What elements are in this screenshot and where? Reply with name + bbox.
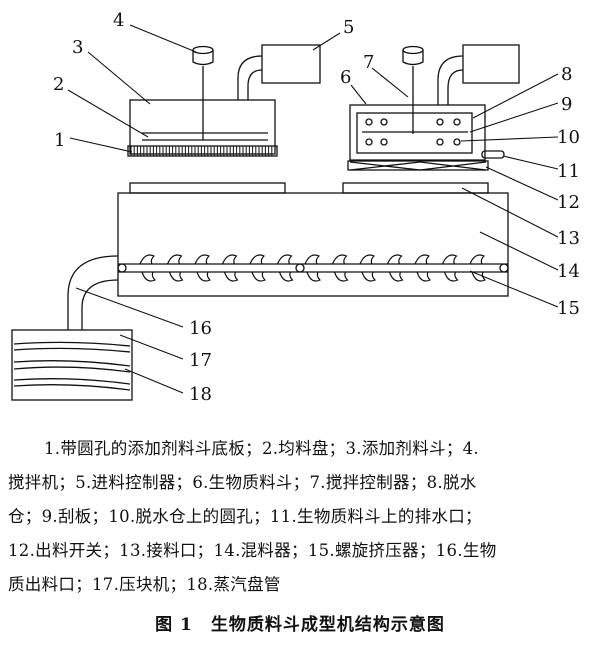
structure-diagram: 1 2 3 4 5 6 7 8 9 10 11 12 13 14 15 16 1…	[11, 10, 580, 405]
distribution-plate	[142, 132, 268, 141]
callout-11: 11	[557, 161, 580, 182]
mixer-motor	[192, 45, 214, 140]
legend-line: 1.带圆孔的添加剂料斗底板；2.均料盘；3.添加剂料斗；4.	[44, 439, 479, 458]
legend-line: 仓；9.刮板；10.脱水仓上的圆孔；11.生物质料斗上的排水口；	[8, 507, 482, 526]
callout-9: 9	[561, 94, 572, 115]
callout-8: 8	[561, 64, 572, 85]
callout-2: 2	[53, 74, 64, 95]
callout-5: 5	[343, 17, 354, 38]
callout-13: 13	[557, 228, 580, 249]
screw-extruder	[117, 254, 509, 282]
feed-controller	[237, 44, 321, 100]
legend-line: 质出料口；17.压块机；18.蒸汽盘管	[8, 575, 281, 594]
discharge-switch	[347, 160, 489, 171]
leader-lines	[67, 24, 559, 394]
biomass-feed-pipe	[437, 44, 520, 105]
biomass-hopper	[349, 104, 486, 161]
dewatering-holes	[365, 118, 461, 146]
legend-line: 12.出料开关；13.接料口；14.混料器；15.螺旋挤压器；16.生物	[8, 541, 497, 560]
briquetting-press	[11, 329, 133, 401]
legend-line: 搅拌机；5.进料控制器；6.生物质料斗；7.搅拌控制器；8.脱水	[8, 473, 477, 492]
callout-18: 18	[189, 384, 212, 405]
callout-12: 12	[557, 192, 580, 213]
dewatering-chamber	[356, 112, 473, 154]
callout-6: 6	[340, 67, 351, 88]
stirring-controller	[402, 45, 424, 134]
figure-legend: 1.带圆孔的添加剂料斗底板；2.均料盘；3.添加剂料斗；4. 搅拌机；5.进料控…	[8, 432, 596, 602]
callout-16: 16	[189, 318, 212, 339]
biomass-outlet-pipe	[67, 255, 119, 330]
callout-17: 17	[189, 350, 212, 371]
callout-4: 4	[113, 10, 124, 31]
callout-1: 1	[54, 130, 65, 151]
receiving-ports	[129, 182, 489, 194]
figure-title: 图 1 生物质料斗成型机结构示意图	[155, 615, 445, 635]
callout-15: 15	[557, 298, 580, 319]
callout-14: 14	[557, 261, 580, 282]
steam-coil	[13, 341, 131, 391]
perforated-bottom-plate	[127, 145, 278, 157]
mixer-body	[117, 192, 509, 297]
callout-7: 7	[363, 52, 374, 73]
callout-10: 10	[557, 127, 580, 148]
callout-3: 3	[72, 37, 83, 58]
callout-numbers: 1 2 3 4 5 6 7 8 9 10 11 12 13 14 15 16 1…	[53, 10, 580, 405]
drain-outlet	[481, 150, 505, 159]
